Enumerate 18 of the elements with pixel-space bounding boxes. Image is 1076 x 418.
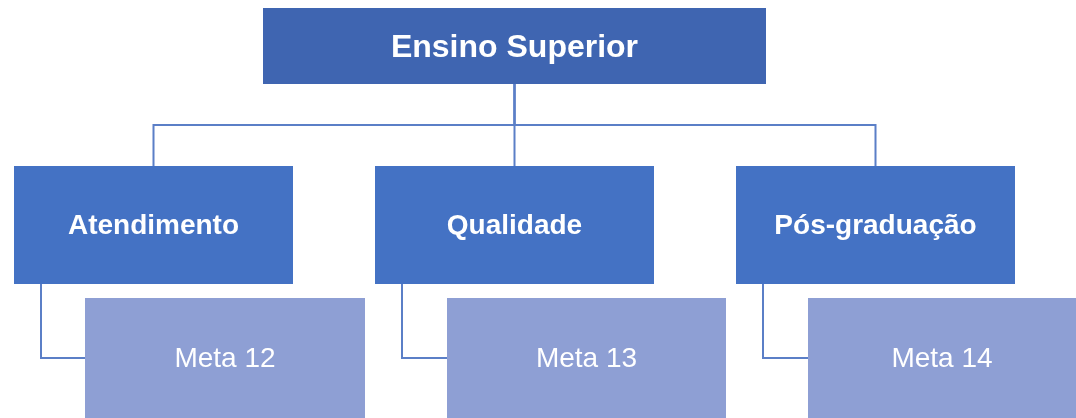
node-label: Qualidade (446, 209, 583, 241)
connector-line (513, 83, 877, 167)
node-label: Meta 12 (174, 342, 276, 374)
node-label: Meta 14 (891, 342, 993, 374)
goal-box (85, 298, 365, 418)
goal-box (447, 298, 726, 418)
node-label: Pós-graduação (774, 209, 977, 241)
node-label: Atendimento (67, 209, 240, 241)
connector-line (401, 283, 448, 359)
category-box (736, 166, 1015, 284)
node-label: Ensino Superior (390, 27, 639, 65)
connector-line (40, 283, 86, 359)
category-box (375, 166, 654, 284)
goal-box (808, 298, 1076, 418)
node-label: Meta 13 (535, 342, 638, 374)
title-box (263, 8, 766, 84)
connector-line (762, 283, 809, 359)
category-box (14, 166, 293, 284)
